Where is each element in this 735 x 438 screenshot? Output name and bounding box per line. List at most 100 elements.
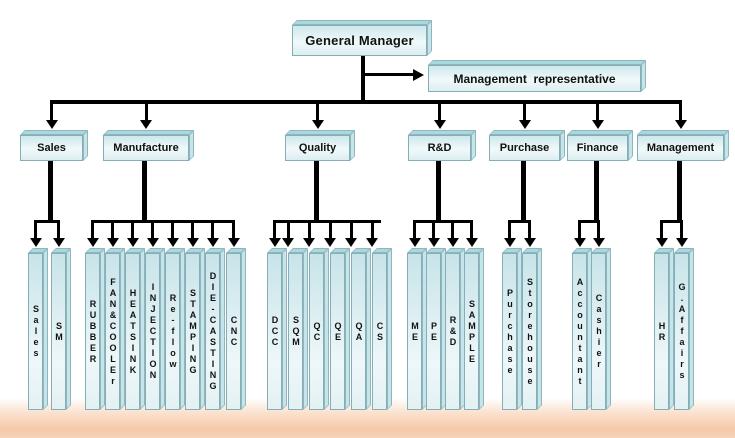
leaf-cnc: CNC [226, 248, 246, 410]
dept-box-rd: R&D [408, 130, 476, 161]
dept-box-finance: Finance [567, 130, 633, 161]
leaf-label: Purchase [505, 287, 515, 376]
arrow-right-icon [413, 68, 424, 81]
leaf-storehouse: Storehouse [522, 248, 542, 410]
stem-quality [313, 160, 319, 222]
arrow-to-quality [316, 103, 319, 121]
leaf-cashier: Cashier [591, 248, 611, 410]
arrow-drop [597, 222, 600, 239]
dept-label-rd: R&D [408, 135, 471, 161]
leaf-label: QE [333, 320, 343, 343]
leaf-label: RUBBER [88, 298, 98, 365]
leaf-label: Sales [31, 304, 41, 359]
arrow-drop [432, 222, 435, 239]
leaf-cs: CS [372, 248, 392, 410]
dept-label-management: Management [637, 135, 724, 161]
box-general-manager: General Manager [292, 20, 432, 56]
arrow-to-finance [596, 103, 599, 121]
leaf-label: HR [657, 320, 667, 343]
leaf-label: G.Affairs [677, 282, 687, 381]
arrow-to-manufacture [144, 103, 148, 121]
arrow-to-rd [438, 103, 441, 121]
arrow-drop [680, 222, 683, 239]
leaf-label: DIE-CASTING [208, 271, 218, 392]
leaf-label: SM [54, 320, 64, 343]
arrow-drop [211, 222, 214, 239]
leaf-label: Storehouse [525, 276, 535, 387]
arrow-drop [151, 222, 154, 239]
leaf-sm: SM [51, 248, 71, 410]
leaf-sales: Sales [28, 248, 48, 410]
arrow-drop [349, 222, 353, 239]
leaf-pe: PE [426, 248, 446, 410]
leaf-label: HEATSINK [128, 287, 138, 376]
general-manager-label: General Manager [292, 25, 427, 56]
management-representative-label: Management representative [428, 65, 641, 92]
leaf-label: QC [312, 320, 322, 343]
arrow-drop [451, 222, 454, 239]
leaf-accountant: Accountant [572, 248, 592, 410]
leaf-label: SAMPLE [467, 298, 477, 365]
rail-sales [34, 220, 60, 223]
rail-manufacture [91, 220, 235, 223]
arrow-drop [470, 222, 473, 239]
leaf-label: Cashier [594, 293, 604, 370]
rail-rd [413, 220, 473, 223]
dept-label-sales: Sales [20, 135, 83, 161]
stem-management [676, 160, 682, 222]
leaf-purchase: Purchase [502, 248, 522, 410]
arrow-to-management [679, 103, 682, 121]
arrow-drop [232, 222, 235, 239]
connector-gm-to-mr [363, 73, 413, 76]
dept-box-management: Management [637, 130, 729, 161]
leaf-injection: INJECTION [145, 248, 165, 410]
stem-finance [593, 160, 599, 222]
arrow-drop [91, 222, 94, 239]
leaf-re-flow: Re-flow [165, 248, 185, 410]
dept-label-purchase: Purchase [489, 135, 560, 161]
leaf-label: R&D [448, 315, 458, 348]
connector-main-rail [50, 100, 682, 104]
connector-gm-stem [361, 54, 365, 103]
rail-purchase [508, 220, 531, 223]
arrow-drop [273, 222, 276, 239]
rail-quality [273, 220, 381, 223]
arrow-drop [111, 222, 114, 239]
arrow-drop [413, 222, 416, 239]
leaf-hr: HR [654, 248, 674, 410]
rail-management [660, 220, 683, 223]
arrow-drop [328, 222, 332, 239]
leaf-label: CNC [229, 315, 239, 348]
leaf-rd: R&D [445, 248, 465, 410]
leaf-stamping: STAMPING [185, 248, 205, 410]
arrow-drop [578, 222, 581, 239]
stem-purchase [520, 160, 526, 222]
leaf-label: Accountant [575, 276, 585, 387]
arrow-drop [660, 222, 663, 239]
dept-box-manufacture: Manufacture [103, 130, 194, 161]
leaf-label: INJECTION [148, 282, 158, 381]
arrow-drop [286, 222, 290, 239]
box-management-representative: Management representative [428, 60, 646, 92]
leaf-label: ME [410, 320, 420, 343]
arrow-drop [57, 222, 60, 239]
leaf-label: SQM [291, 315, 301, 348]
leaf-label: QA [354, 320, 364, 343]
arrow-drop [528, 222, 531, 239]
leaf-me: ME [407, 248, 427, 410]
dept-box-sales: Sales [20, 130, 88, 161]
leaf-qa: QA [351, 248, 371, 410]
arrow-drop [191, 222, 194, 239]
leaf-label: CS [375, 320, 385, 343]
leaf-heatsink: HEATSINK [125, 248, 145, 410]
rail-finance [578, 220, 600, 223]
arrow-drop [171, 222, 174, 239]
dept-label-finance: Finance [567, 135, 628, 161]
arrow-drop [508, 222, 511, 239]
arrow-drop [131, 222, 134, 239]
leaf-g-affairs: G.Affairs [674, 248, 694, 410]
leaf-qe: QE [330, 248, 350, 410]
leaf-label: PE [429, 320, 439, 343]
leaf-label: FAN&COOLEr [108, 276, 118, 387]
